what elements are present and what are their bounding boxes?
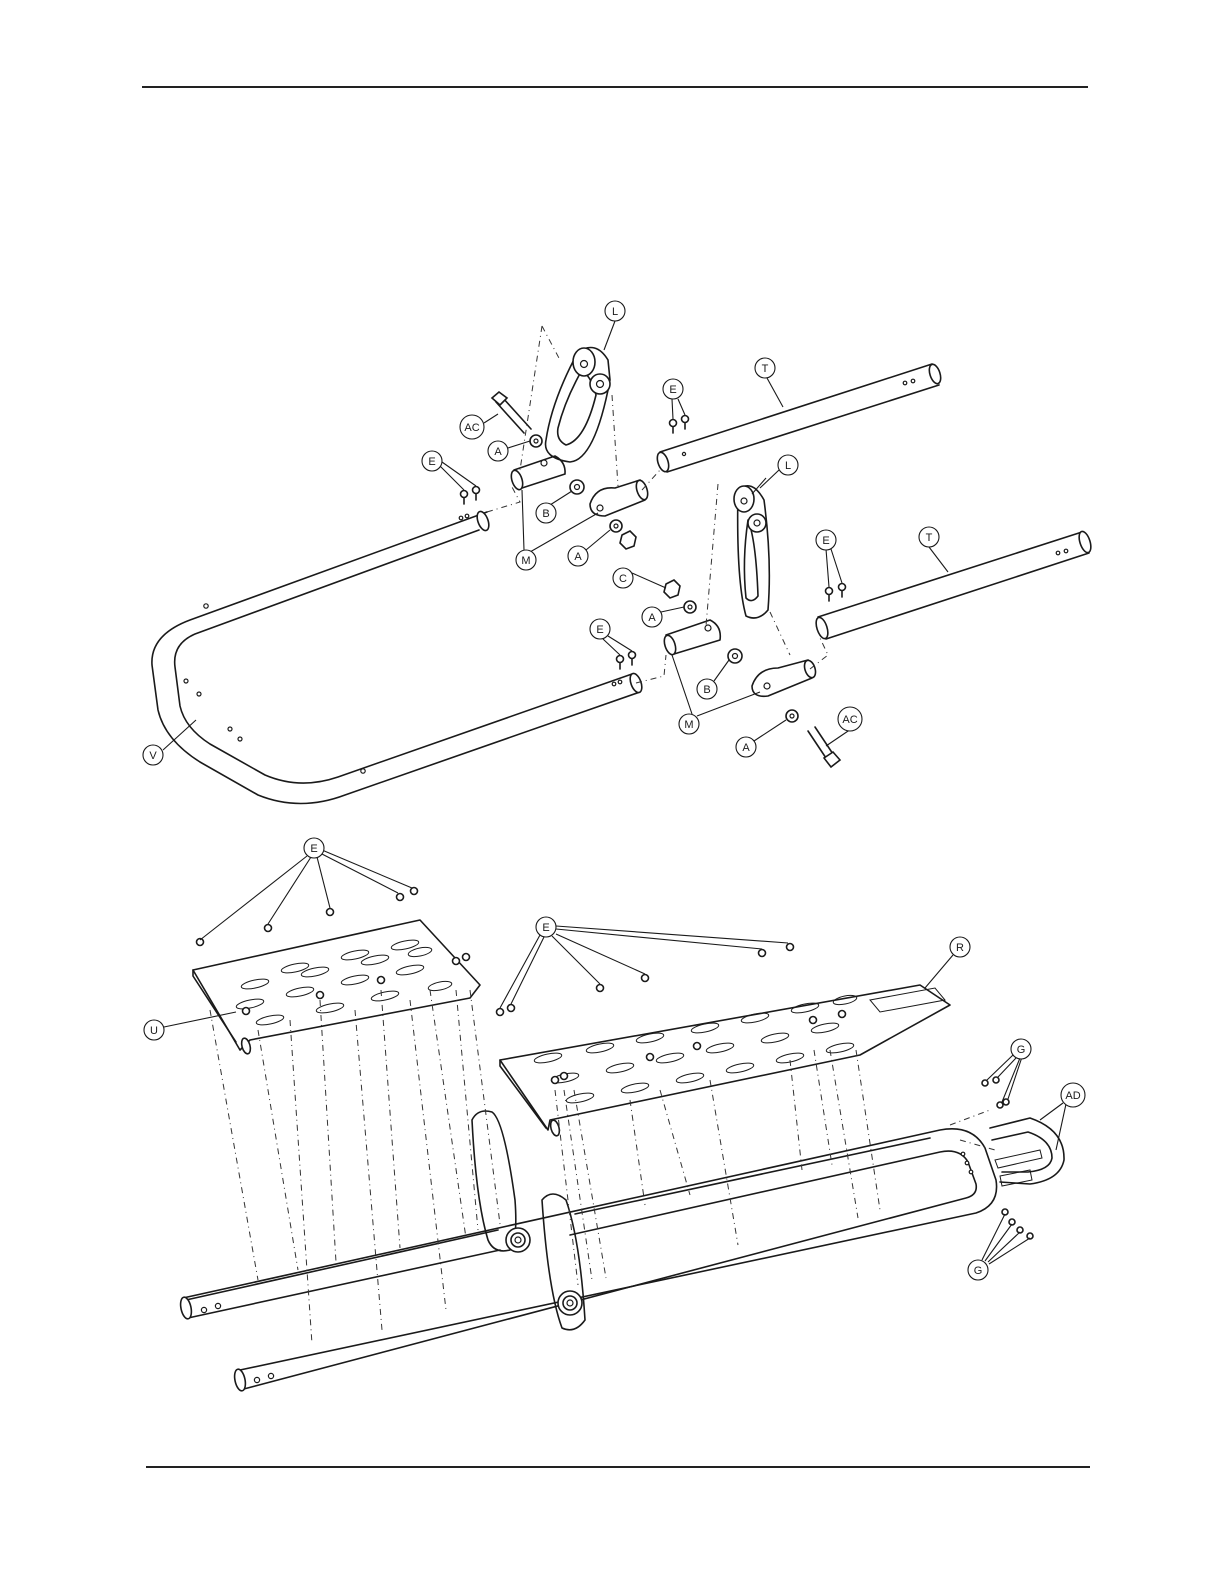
strap-l-lower bbox=[734, 486, 769, 618]
screws-e-lower bbox=[197, 888, 846, 1084]
tube-t-lower bbox=[814, 530, 1093, 640]
callout-e-upper-center: E bbox=[596, 624, 603, 636]
lower-assembly: E E U R G AD G bbox=[144, 838, 1085, 1392]
strap-l-upper bbox=[546, 348, 611, 463]
callout-m-upper: M bbox=[521, 555, 530, 567]
callouts-lower: E E U R G AD G bbox=[144, 838, 1085, 1280]
callout-e-lower-left: E bbox=[310, 843, 317, 855]
callout-m-lower: M bbox=[684, 719, 693, 731]
callout-e-upper-lower-right: E bbox=[822, 535, 829, 547]
plate-r bbox=[500, 985, 950, 1137]
callout-ac-lower: AC bbox=[842, 714, 857, 726]
bracket-ad bbox=[990, 1118, 1064, 1186]
callout-t-upper: T bbox=[762, 363, 769, 375]
callout-a-4: A bbox=[742, 742, 750, 754]
callout-u: U bbox=[150, 1025, 158, 1037]
leg-straps bbox=[472, 1111, 585, 1330]
callout-a-3: A bbox=[648, 612, 656, 624]
callout-g-lower: G bbox=[974, 1265, 983, 1277]
callout-t-lower: T bbox=[926, 532, 933, 544]
callout-e-lower-right: E bbox=[542, 922, 549, 934]
assembly-lines-upper bbox=[487, 326, 828, 683]
callout-b-lower: B bbox=[703, 684, 710, 696]
callout-g-upper: G bbox=[1017, 1044, 1026, 1056]
callouts-upper: L T E AC E A B M A C A L bbox=[143, 301, 948, 765]
callout-l-lower: L bbox=[785, 460, 791, 472]
callout-l-upper: L bbox=[612, 306, 618, 318]
callout-ad: AD bbox=[1065, 1090, 1080, 1102]
callout-a-2: A bbox=[574, 551, 582, 563]
screws-g bbox=[982, 1077, 1033, 1239]
callout-a-1: A bbox=[494, 446, 502, 458]
callout-e-upper-left: E bbox=[428, 456, 435, 468]
upper-assembly: L T E AC E A B M A C A L bbox=[143, 301, 1093, 804]
callout-v: V bbox=[149, 750, 157, 762]
tube-t-upper bbox=[655, 363, 943, 473]
screws-e-upper bbox=[461, 416, 846, 670]
callout-e-upper-right: E bbox=[669, 384, 676, 396]
callout-ac-upper: AC bbox=[464, 422, 479, 434]
callout-c: C bbox=[619, 573, 627, 585]
callout-b-upper: B bbox=[542, 508, 549, 520]
callout-r: R bbox=[956, 942, 964, 954]
